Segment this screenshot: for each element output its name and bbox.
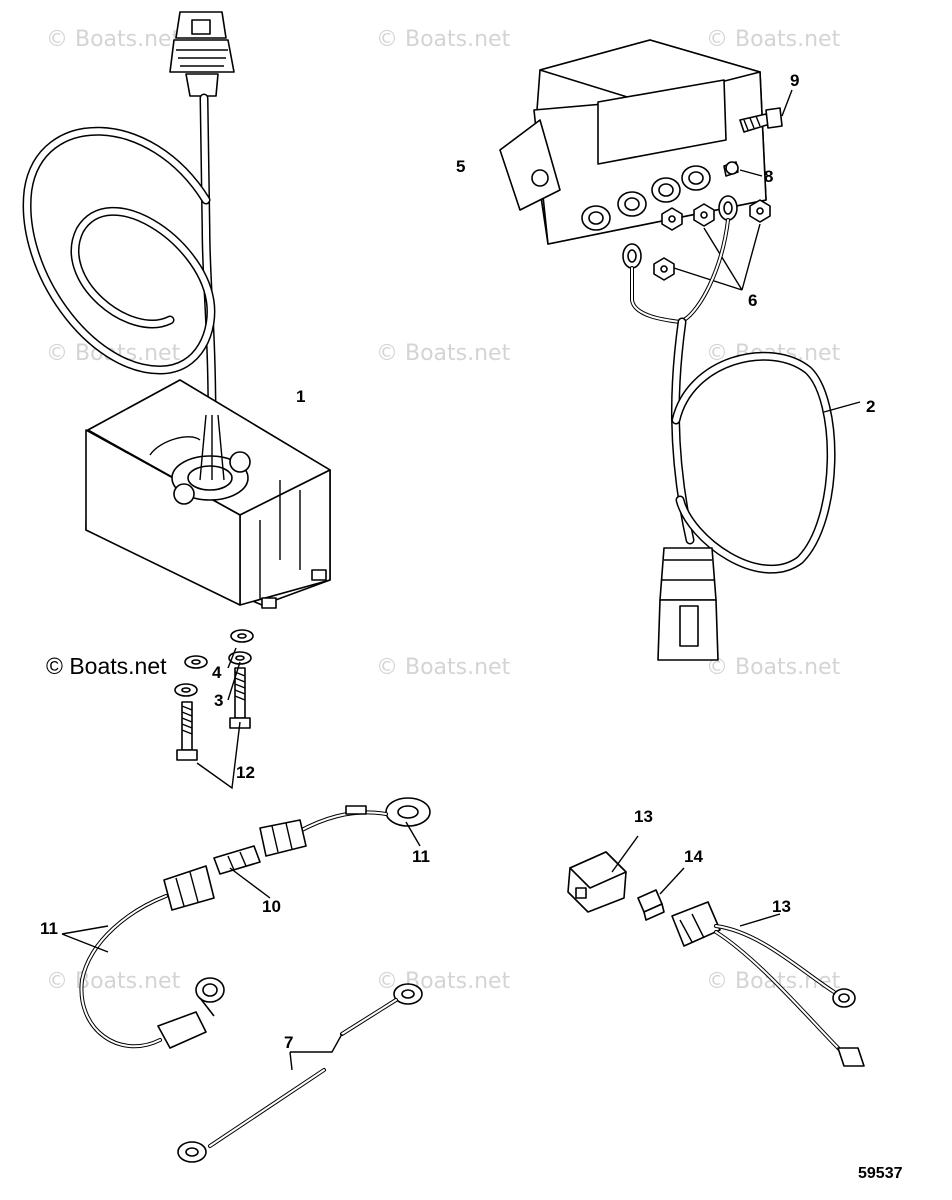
callout-10: 10 [262,897,281,916]
watermark: © Boats.net [376,27,511,52]
callout-7: 7 [284,1033,293,1052]
callout-13b: 13 [772,897,791,916]
callouts: 1 2 3 4 5 6 7 8 9 10 11 11 12 13 13 14 [40,71,875,1052]
part-6-nuts [653,199,771,291]
parts-3-4-12-hardware [174,629,254,790]
watermark: © Boats.net [376,341,511,366]
callout-12: 12 [236,763,255,782]
callout-1: 1 [296,387,305,406]
part-2-harness [622,195,861,661]
callout-14: 14 [684,847,703,866]
callout-13a: 13 [634,807,653,826]
part-5-module [499,39,767,245]
callout-3: 3 [214,691,223,710]
callout-11b: 11 [40,919,58,938]
callout-5: 5 [456,157,465,176]
callout-6: 6 [748,291,757,310]
callout-8: 8 [764,167,773,186]
callout-11a: 11 [412,847,430,866]
part-1-sensor-assembly [22,11,331,609]
part-7-ground-strap [177,983,423,1163]
callout-9: 9 [790,71,799,90]
parts-8-9-screws [723,89,793,177]
figure-number: 59537 [858,1165,903,1182]
watermark: © Boats.net [46,27,181,52]
callout-4: 4 [212,663,222,682]
watermark: © Boats.net [706,27,841,52]
watermarks: © Boats.net © Boats.net © Boats.net © Bo… [46,27,841,994]
watermark: © Boats.net [706,655,841,680]
watermark: © Boats.net [376,655,511,680]
watermark: © Boats.net [46,969,181,994]
callout-2: 2 [866,397,875,416]
parts-13-14-relay-harness [567,835,865,1067]
watermark-dark: © Boats.net [46,653,167,679]
parts-10-11-fuse-cable [61,797,431,1049]
